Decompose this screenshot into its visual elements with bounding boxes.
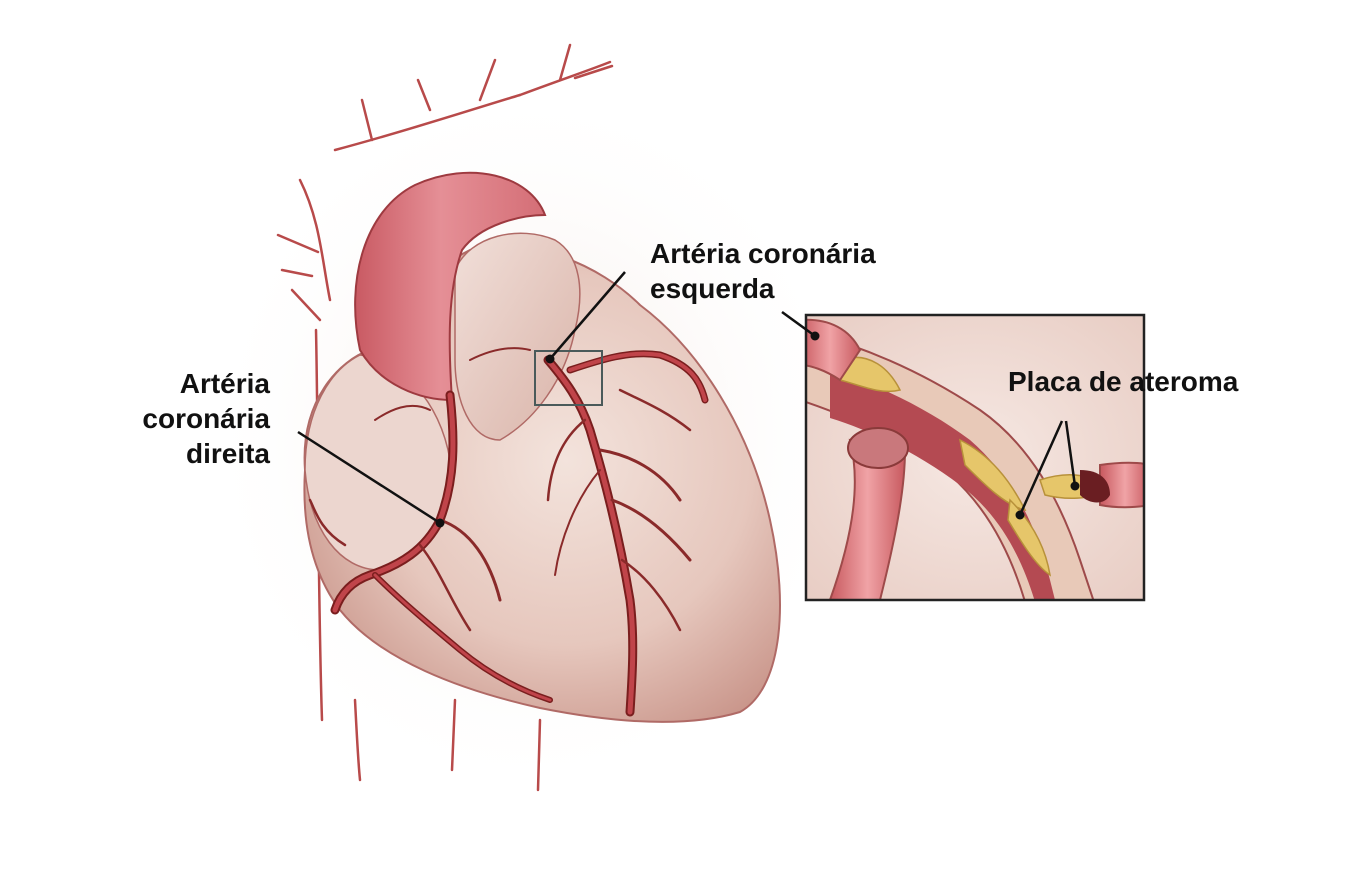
callout-dot-icon [435, 518, 445, 528]
coronary-arteries [308, 347, 709, 717]
label-right-coronary-artery-line-2: coronária [142, 403, 270, 434]
callout-dot-icon [1070, 481, 1080, 491]
leader-line-rca [297, 430, 441, 525]
label-left-coronary-artery: Artéria coronária esquerda [650, 236, 876, 306]
label-right-coronary-artery-line-3: direita [185, 438, 270, 469]
leader-lines [297, 271, 1077, 525]
inset-detail [804, 313, 1146, 602]
label-left-coronary-artery-line-1: Artéria coronária [650, 238, 876, 269]
label-right-coronary-artery-line-1: Artéria [179, 368, 270, 399]
callout-dots [435, 331, 1080, 528]
callout-dot-icon [1015, 510, 1025, 520]
leader-line-plaque-2 [1064, 420, 1077, 487]
leader-line-inset [781, 310, 816, 338]
leader-line-plaque-1 [1018, 420, 1064, 516]
leader-line-lca [549, 271, 626, 360]
label-right-coronary-artery: Artéria coronária direita [100, 366, 270, 471]
inset-border [804, 313, 1146, 602]
callout-dot-icon [810, 331, 820, 341]
detail-box [534, 350, 603, 406]
label-atheroma-plaque: Placa de ateroma [1008, 366, 1239, 397]
callout-dot-icon [545, 354, 555, 364]
label-left-coronary-artery-line-2: esquerda [650, 273, 775, 304]
